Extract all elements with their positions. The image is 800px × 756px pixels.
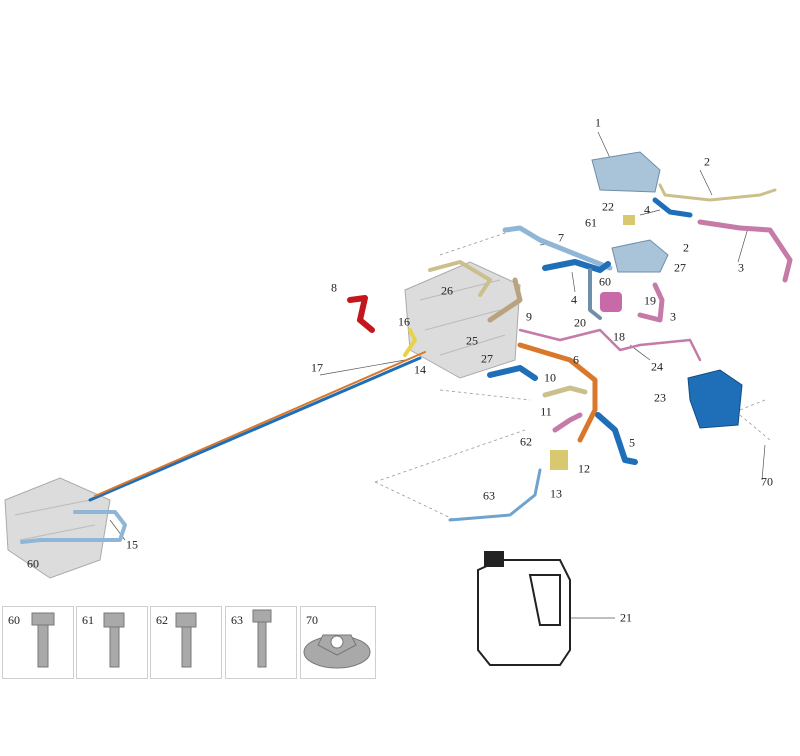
hose-4-upper [652, 197, 693, 218]
tank-23 [687, 369, 743, 429]
bracket-12 [550, 450, 568, 470]
fastener-box-60: 60 [2, 606, 74, 679]
fastener-label: 61 [82, 613, 94, 627]
fastener-label: 62 [156, 613, 168, 627]
pipe-13 [448, 468, 542, 522]
fastener-label: 63 [231, 613, 243, 627]
callout: 10 [544, 370, 556, 385]
rear-drive-unit [4, 477, 111, 579]
callout: 13 [550, 486, 562, 501]
callout: 3 [670, 309, 676, 324]
callout: 8 [331, 280, 337, 295]
hose-3 [637, 282, 665, 323]
hose-9 [487, 277, 523, 323]
callout: 2 [704, 154, 710, 169]
callout: 61 [585, 215, 597, 230]
callout: 63 [483, 488, 495, 503]
callout: 20 [574, 315, 586, 330]
callout: 12 [578, 461, 590, 476]
hose-11b [552, 412, 583, 433]
callout: 24 [651, 359, 663, 374]
hose-4-lower [588, 268, 602, 320]
callout: 7 [558, 230, 564, 245]
clip-22 [623, 215, 635, 225]
coolant-reservoir-27 [611, 239, 669, 273]
guide-lines [374, 227, 771, 521]
hose-2 [658, 183, 777, 202]
callout: 25 [466, 333, 478, 348]
hose-3-upper [697, 219, 793, 283]
fastener-box-61: 61 [76, 606, 148, 679]
callout: 14 [414, 362, 426, 377]
hose-5 [595, 412, 638, 465]
callout: 26 [441, 283, 453, 298]
callout: 22 [602, 199, 614, 214]
pipe-7 [502, 225, 613, 271]
hose-11 [542, 385, 588, 398]
callout: 15 [126, 537, 138, 552]
pipe-17 [88, 356, 422, 502]
fastener-box-62: 62 [150, 606, 222, 679]
callout: 3 [738, 260, 744, 275]
callout: 2 [683, 240, 689, 255]
hose-6 [517, 342, 598, 443]
fastener-label: 70 [306, 613, 318, 627]
callout: 70 [761, 474, 773, 489]
coolant-jug-21 [477, 551, 571, 666]
front-drive-unit [404, 261, 521, 379]
callout: 5 [629, 435, 635, 450]
callout: 11 [540, 404, 552, 419]
callout: 16 [398, 314, 410, 329]
coolant-reservoir-1 [591, 151, 661, 193]
callout: 1 [595, 115, 601, 130]
callout: 27 [674, 260, 686, 275]
fastener-box-70: 70 [300, 606, 376, 679]
callout: 60 [27, 556, 39, 571]
pipe-15 [20, 510, 127, 544]
pipe-14 [94, 351, 426, 497]
callout: 27 [481, 351, 493, 366]
callout: 62 [520, 434, 532, 449]
hose-24 [518, 328, 702, 362]
callout: 18 [613, 329, 625, 344]
callout: 4 [571, 292, 577, 307]
callout: 60 [599, 274, 611, 289]
hose-10 [487, 365, 538, 381]
callout: 23 [654, 390, 666, 405]
hose-26 [428, 260, 492, 297]
callout: 6 [573, 352, 579, 367]
callout: 4 [644, 202, 650, 217]
leader-lines [43, 131, 766, 619]
pump-18 [600, 292, 622, 312]
hose-8 [347, 295, 375, 333]
callout: 21 [620, 610, 632, 625]
callout: 19 [644, 293, 656, 308]
fastener-box-63: 63 [225, 606, 297, 679]
hose-4 [542, 259, 611, 273]
fastener-label: 60 [8, 613, 20, 627]
callout: 17 [311, 360, 323, 375]
callout: 9 [526, 309, 532, 324]
hose-16 [403, 328, 417, 357]
